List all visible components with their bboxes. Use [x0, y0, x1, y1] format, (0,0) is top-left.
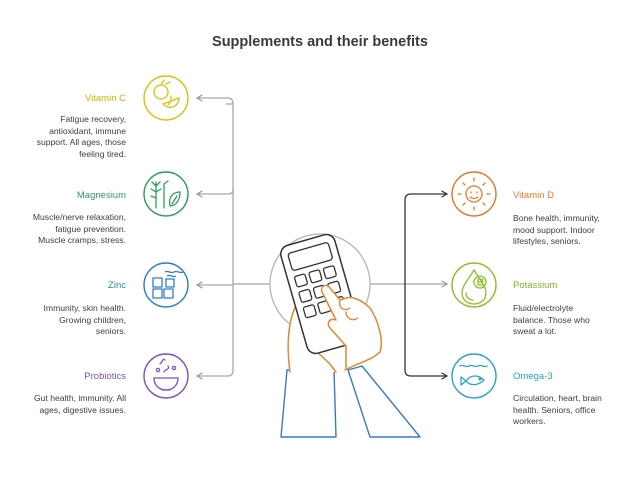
hand-calculator-icon: [280, 233, 421, 438]
right-connectors: [370, 190, 449, 380]
diagram-title: Supplements and their benefits: [212, 34, 428, 50]
left-connectors: [195, 94, 270, 380]
sun-icon: [451, 171, 497, 217]
label-zinc: Zinc: [108, 280, 126, 291]
desc-probiotics: Gut health, immunity. All ages, digestiv…: [33, 393, 126, 415]
label-potassium: Potassium: [513, 280, 558, 291]
desc-omega-3: Circulation, heart, brain health. Senior…: [513, 393, 602, 426]
lemon-icon: [143, 75, 189, 121]
label-probiotics: Probiotics: [84, 371, 126, 382]
bowl-icon: [143, 353, 189, 399]
desc-vitamin-c: Fatigue recovery, antioxidant, immune su…: [36, 114, 126, 159]
desc-zinc: Immunity, skin health. Growing children,…: [43, 303, 126, 336]
label-omega-3: Omega-3: [513, 371, 553, 382]
desc-magnesium: Muscle/nerve relaxation, fatigue prevent…: [32, 212, 126, 245]
desc-vitamin-d: Bone health, immunity, mood support. Ind…: [513, 213, 600, 246]
label-vitamin-d: Vitamin D: [513, 190, 555, 201]
fish-icon: [451, 353, 497, 399]
plant-icon: [143, 171, 189, 217]
mineral-blocks-icon: [143, 262, 189, 308]
potassium-drop-icon: [451, 262, 497, 308]
label-vitamin-c: Vitamin C: [84, 93, 126, 104]
desc-potassium: Fluid/electrolyte balance. Those who swe…: [513, 303, 590, 336]
label-magnesium: Magnesium: [76, 190, 126, 201]
